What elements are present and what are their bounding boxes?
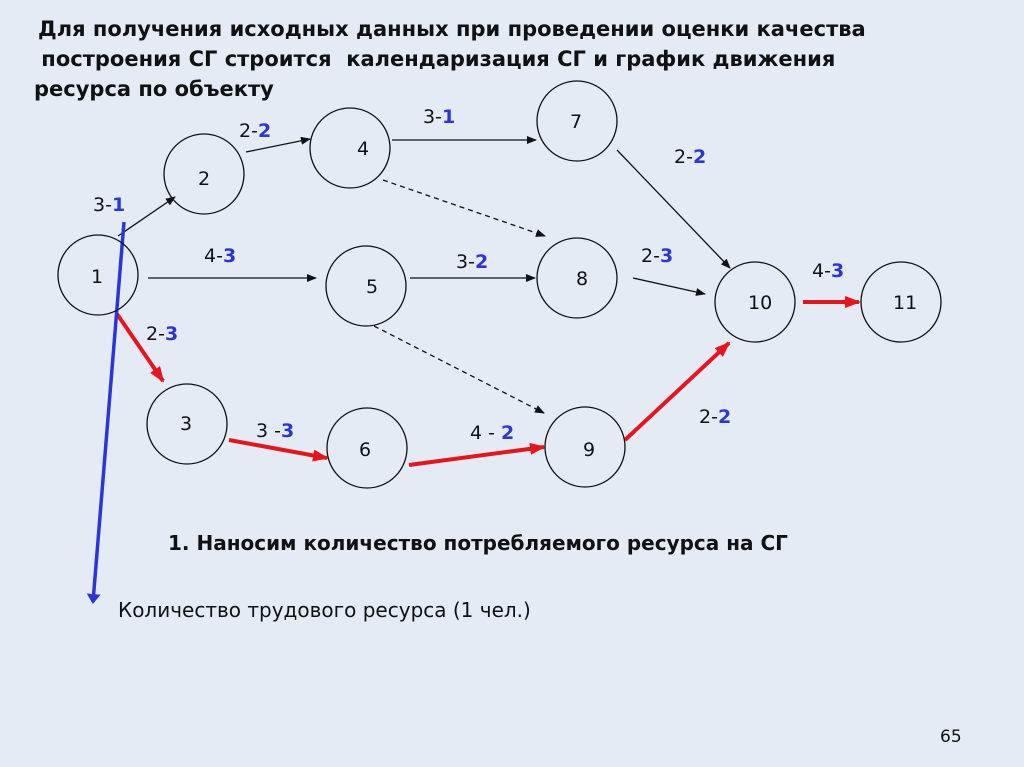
node-6 [326,407,408,489]
node-label: 5 [366,276,378,298]
edge-1-2 [117,196,176,237]
node-7 [536,80,618,162]
edge-2-4 [245,136,311,153]
node-label: 1 [91,266,103,288]
edge-label-5-8: 3-2 [456,251,488,273]
edge-label-1-3: 2-3 [146,323,178,345]
node-label: 4 [357,138,369,160]
edge-label-1-2: 3-1 [93,194,125,216]
node-label: 3 [180,413,192,435]
resource-axis-arrow [86,221,126,604]
edge-4-8-dummy [382,179,546,237]
node-label: 10 [748,292,772,314]
edge-label-8-10: 2-3 [641,245,673,267]
edge-label-10-11: 4-3 [812,260,844,282]
critical-edge-1-3 [115,312,165,383]
edge-label-9-10: 2-2 [699,406,731,428]
node-11 [860,261,942,343]
edge-label-7-10: 2-2 [674,146,706,168]
title-line: построения СГ строится календаризация СГ… [34,47,836,71]
resource-axis-label: Количество трудового ресурса (1 чел.) [118,598,531,622]
title-line: Для получения исходных данных при провед… [38,17,866,41]
node-4 [309,107,391,189]
edge-label-2-4: 2-2 [239,120,271,142]
title-line: ресурса по объекту [34,77,274,101]
node-1 [57,234,139,316]
page-number: 65 [940,727,962,747]
edge-label-6-9: 4 - 2 [470,422,514,444]
node-label: 7 [570,111,582,133]
critical-edge-3-6 [228,438,329,462]
node-label: 2 [198,168,210,190]
node-label: 8 [576,268,588,290]
edge-label-3-6: 3 -3 [256,420,294,442]
node-label: 9 [583,439,595,461]
node-label: 11 [893,292,917,314]
node-2 [163,133,245,215]
edge-label-1-5: 4-3 [204,245,236,267]
edge-5-9-dummy [373,325,545,414]
node-5 [325,245,407,327]
edge-7-10 [616,149,731,269]
edge-8-10 [632,277,706,296]
node-9 [544,406,626,488]
node-8 [536,237,618,319]
critical-edge-6-9 [408,442,546,467]
node-10 [714,261,796,343]
edge-label-4-7: 3-1 [423,106,455,128]
step-instruction: 1. Наносим количество потребляемого ресу… [168,531,788,555]
node-3 [146,383,228,465]
critical-edge-9-10 [623,341,731,442]
node-label: 6 [359,439,371,461]
slide-title: Для получения исходных данных при провед… [34,14,866,104]
